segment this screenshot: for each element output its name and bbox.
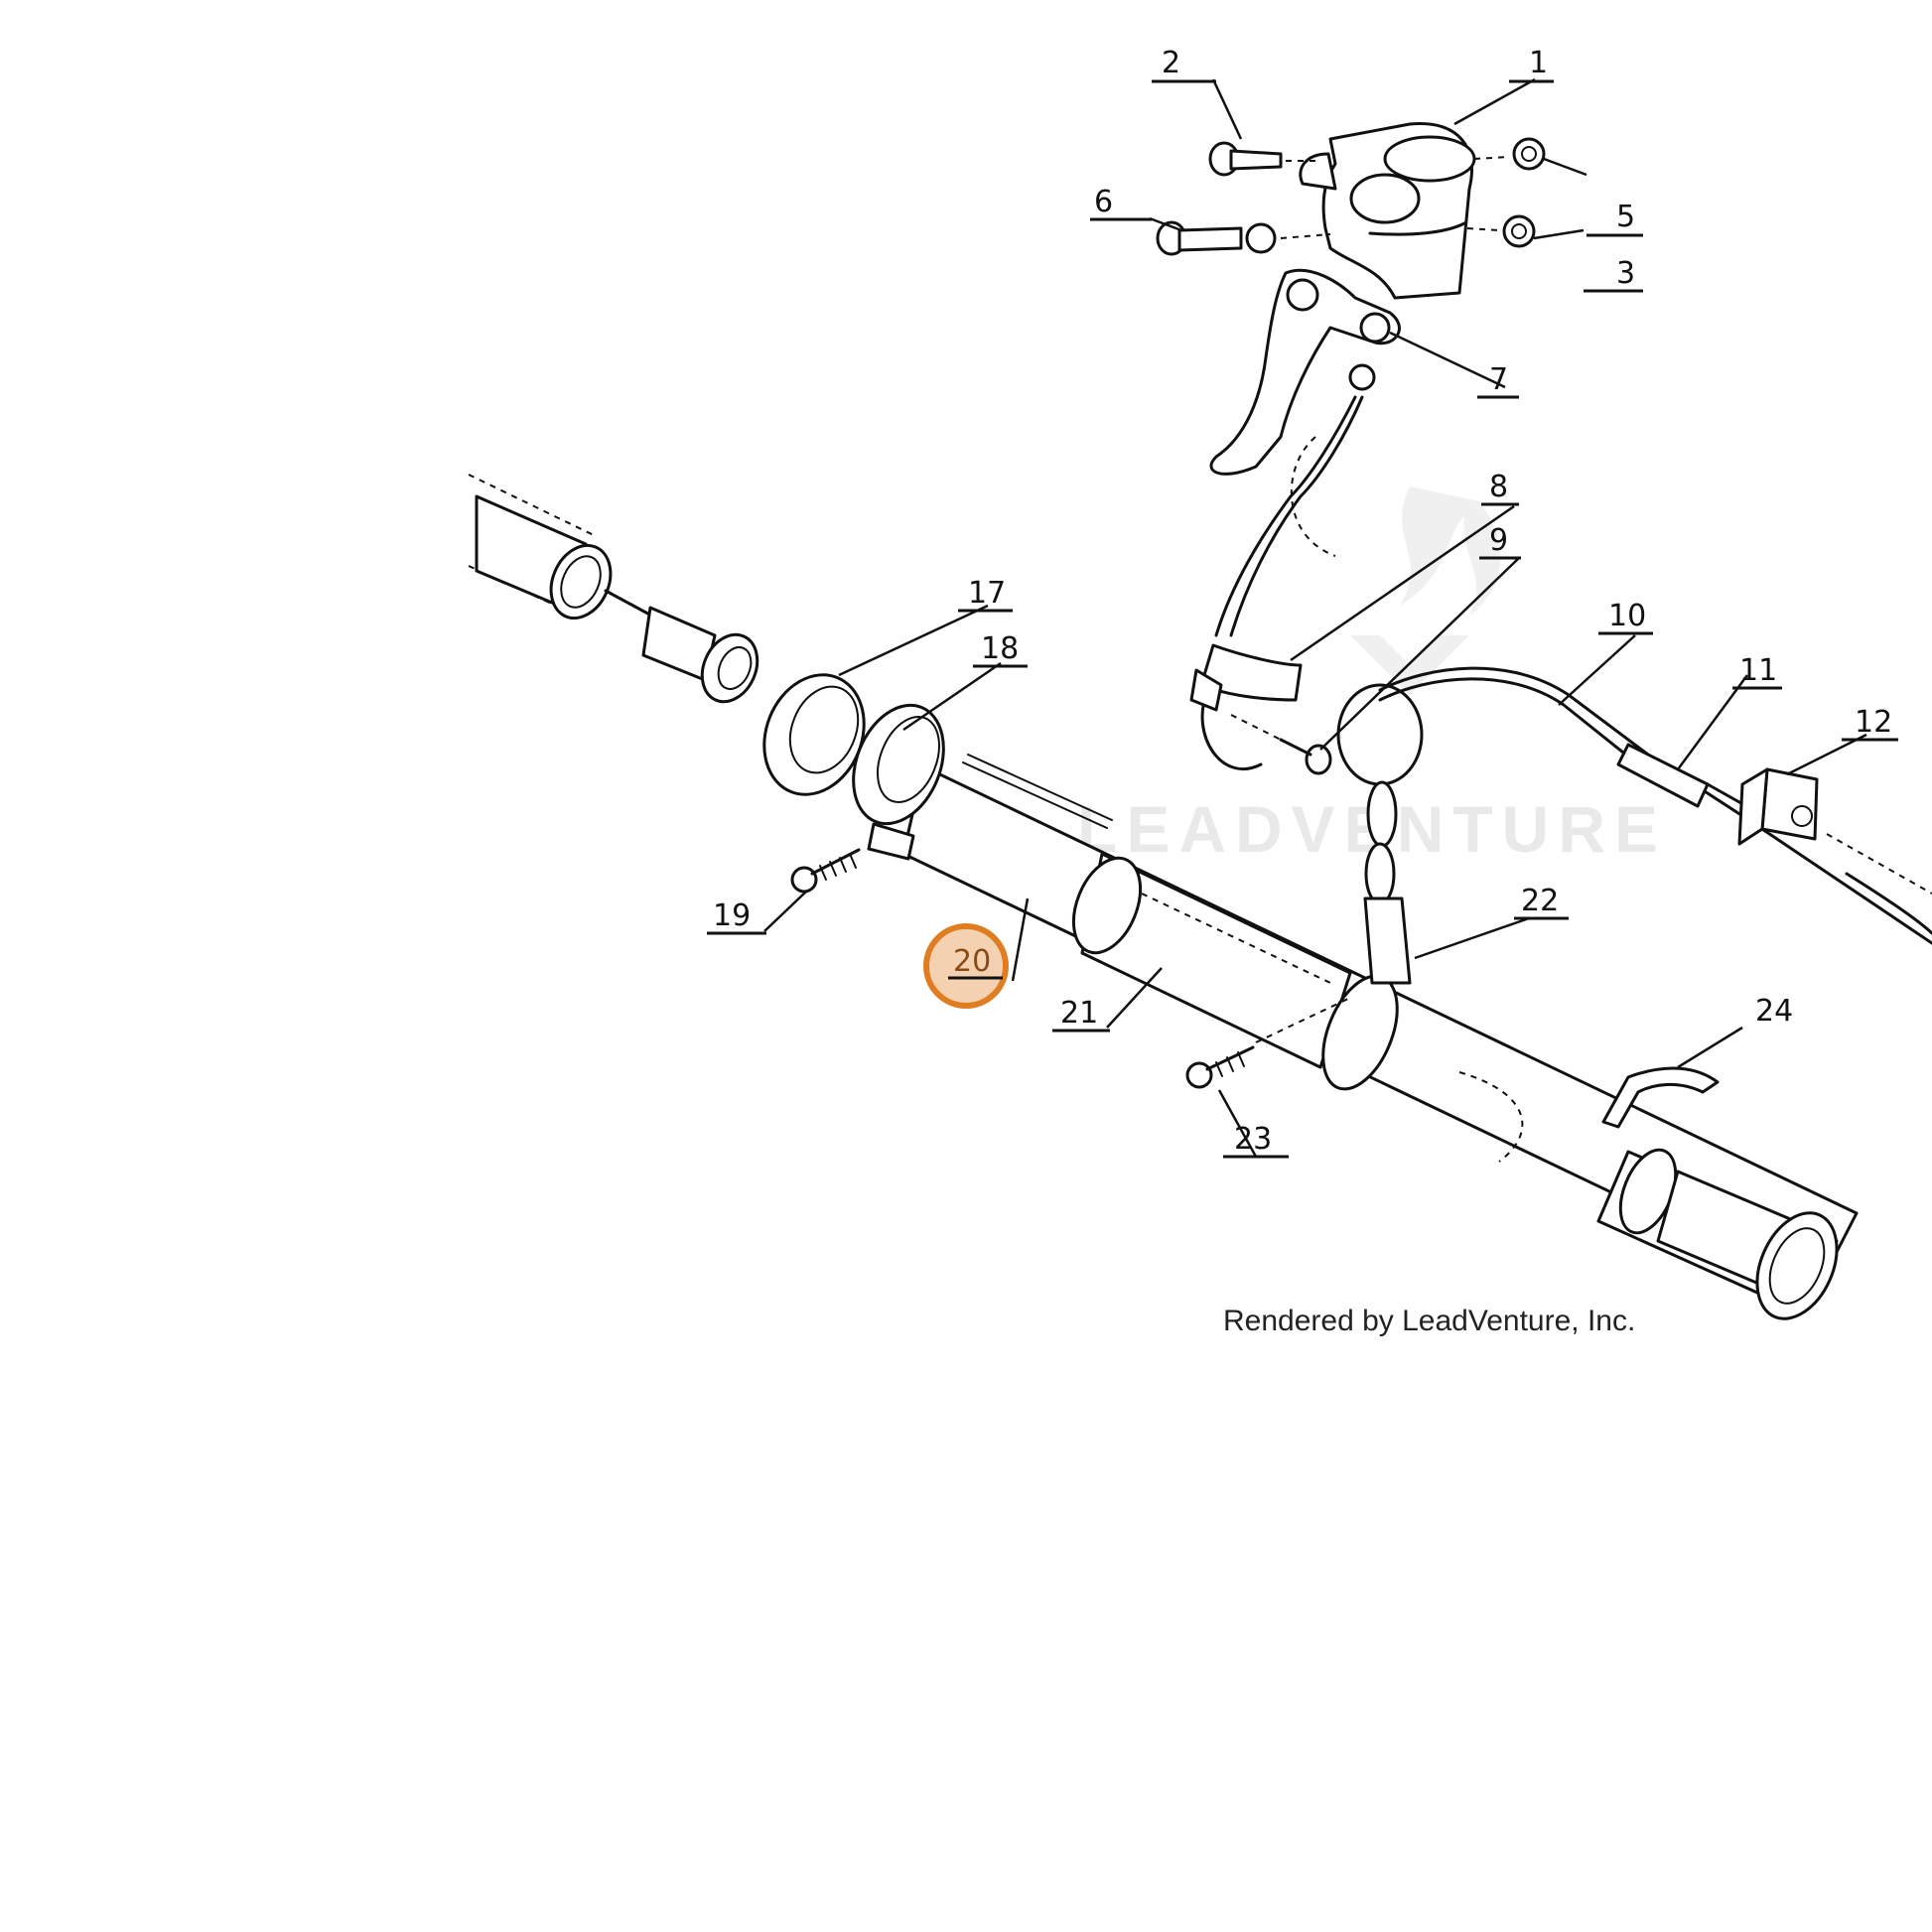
svg-text:8: 8	[1489, 470, 1508, 504]
svg-text:10: 10	[1608, 599, 1646, 633]
watermark-logo	[1350, 486, 1501, 695]
screw-9	[1230, 714, 1332, 775]
screw-2	[1208, 141, 1320, 177]
callout-23[interactable]: 23	[1223, 1122, 1289, 1159]
svg-text:11: 11	[1739, 653, 1777, 688]
callout-7[interactable]: 7	[1477, 362, 1519, 399]
screw-19	[790, 848, 861, 894]
callout-5[interactable]: 5	[1587, 200, 1643, 237]
callout-6[interactable]: 6	[1090, 185, 1152, 221]
svg-text:17: 17	[968, 576, 1006, 611]
svg-text:6: 6	[1094, 185, 1113, 219]
callout-12[interactable]: 12	[1842, 705, 1898, 742]
svg-text:7: 7	[1489, 362, 1508, 397]
hanger-ring-22	[1336, 683, 1424, 985]
svg-text:21: 21	[1060, 996, 1098, 1031]
callout-20[interactable]: 20	[923, 923, 1009, 1009]
svg-text:2: 2	[1162, 46, 1180, 80]
callout-9[interactable]: 9	[1479, 523, 1521, 560]
callout-22[interactable]: 22	[1514, 884, 1569, 920]
callout-labels: 1 2 3 5 6 7 8 9	[707, 46, 1898, 1159]
svg-text:19: 19	[713, 898, 751, 933]
svg-text:1: 1	[1529, 46, 1548, 80]
callout-1[interactable]: 1	[1509, 46, 1554, 83]
callout-11[interactable]: 11	[1732, 653, 1782, 690]
main-shaft-assembly	[468, 474, 1859, 1320]
credit-text: Rendered by LeadVenture, Inc.	[1223, 1305, 1635, 1337]
svg-text:20: 20	[953, 944, 991, 979]
svg-text:9: 9	[1489, 523, 1508, 558]
svg-text:5: 5	[1616, 200, 1635, 234]
svg-text:12: 12	[1855, 705, 1892, 740]
callout-10[interactable]: 10	[1598, 599, 1653, 635]
svg-text:3: 3	[1616, 256, 1635, 291]
screw-23	[1185, 997, 1351, 1089]
svg-text:18: 18	[981, 631, 1019, 666]
highlight-circle	[923, 923, 1009, 1009]
callout-8[interactable]: 8	[1481, 470, 1519, 506]
svg-text:22: 22	[1521, 884, 1559, 918]
nut-3	[1466, 214, 1536, 248]
svg-text:24: 24	[1755, 994, 1793, 1029]
callout-19[interactable]: 19	[707, 898, 766, 935]
leader-lines	[763, 77, 1867, 1158]
throttle-handle-assembly	[1189, 121, 1476, 771]
callout-3[interactable]: 3	[1584, 256, 1643, 293]
callout-2[interactable]: 2	[1152, 46, 1216, 83]
clamp-ring-18	[852, 703, 945, 861]
callout-17[interactable]: 17	[958, 576, 1013, 613]
callout-18[interactable]: 18	[973, 631, 1028, 668]
callout-21[interactable]: 21	[1052, 996, 1110, 1033]
screw-6	[1156, 220, 1331, 256]
svg-text:23: 23	[1234, 1122, 1272, 1157]
callout-24[interactable]: 24	[1755, 994, 1793, 1029]
nut-5	[1473, 137, 1546, 171]
